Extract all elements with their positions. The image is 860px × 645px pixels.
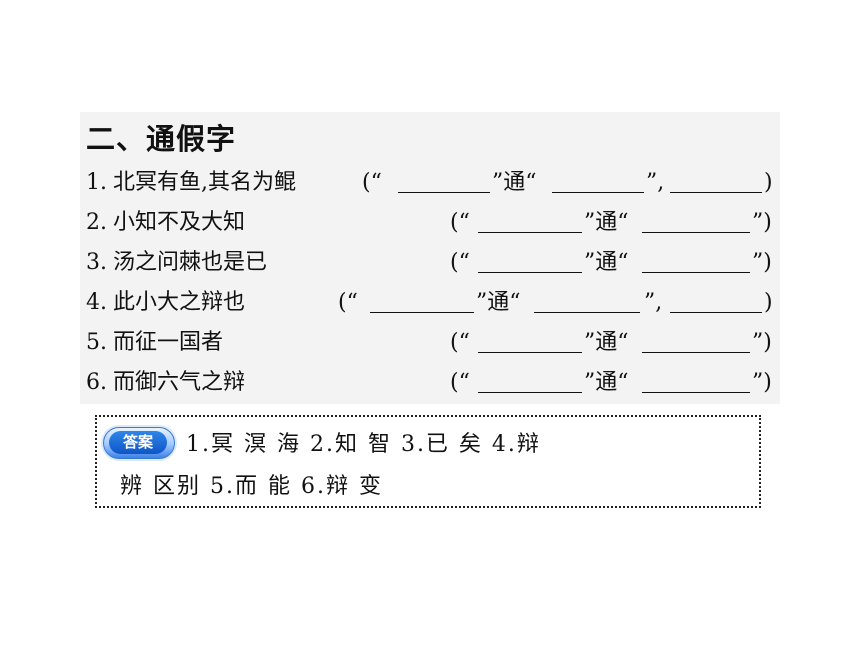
item-text: 而御六气之辩 xyxy=(113,370,246,395)
answer-blank[interactable] xyxy=(642,392,750,393)
answer-blank[interactable] xyxy=(642,272,750,273)
answer-blank[interactable] xyxy=(478,392,582,393)
open-quote: (“ xyxy=(362,170,382,195)
tong-text: ”通“ xyxy=(584,250,629,275)
answer-blank[interactable] xyxy=(478,272,582,273)
item-number: 1. xyxy=(86,170,107,195)
item-text: 而征一国者 xyxy=(113,330,224,355)
close-paren: ) xyxy=(764,170,773,195)
answer-blank[interactable] xyxy=(534,312,640,313)
answer-line-1: 1.冥 溟 海 2.知 智 3.已 矣 4.辩 xyxy=(186,432,541,457)
answer-badge-label: 答案 xyxy=(109,431,167,454)
tong-text: ”通“ xyxy=(584,210,629,235)
item-text: 汤之问棘也是已 xyxy=(113,250,268,275)
answer-blank[interactable] xyxy=(670,312,762,313)
close-paren: ”) xyxy=(752,250,772,275)
answer-box xyxy=(95,415,761,508)
section-heading: 二、通假字 xyxy=(86,122,237,156)
answer-blank[interactable] xyxy=(370,312,474,313)
answer-blank[interactable] xyxy=(478,352,582,353)
tong-text: ”通“ xyxy=(584,370,629,395)
open-quote: (“ xyxy=(450,210,470,235)
item-number: 3. xyxy=(86,250,107,275)
close-paren: ) xyxy=(764,290,773,315)
open-quote: (“ xyxy=(450,370,470,395)
tong-text: ”通“ xyxy=(476,290,521,315)
item-number: 2. xyxy=(86,210,107,235)
item-text: 北冥有鱼,其名为鲲 xyxy=(113,170,296,195)
answer-blank[interactable] xyxy=(398,192,490,193)
answer-badge: 答案 xyxy=(103,427,175,459)
item-number: 6. xyxy=(86,370,107,395)
open-quote: (“ xyxy=(450,330,470,355)
item-number: 4. xyxy=(86,290,107,315)
answer-line-2: 辨 区别 5.而 能 6.辩 变 xyxy=(120,474,383,499)
answer-blank[interactable] xyxy=(478,232,582,233)
answer-blank[interactable] xyxy=(670,192,762,193)
open-quote: (“ xyxy=(450,250,470,275)
answer-blank[interactable] xyxy=(642,232,750,233)
close-paren: ”) xyxy=(752,210,772,235)
item-text: 小知不及大知 xyxy=(113,210,246,235)
open-quote: (“ xyxy=(338,290,358,315)
close-paren: ”) xyxy=(752,370,772,395)
item-number: 5. xyxy=(86,330,107,355)
item-text: 此小大之辩也 xyxy=(113,290,246,315)
answer-blank[interactable] xyxy=(642,352,750,353)
answer-blank[interactable] xyxy=(552,192,644,193)
tong-text: ”通“ xyxy=(492,170,537,195)
close-paren: ”) xyxy=(752,330,772,355)
separator: ”, xyxy=(644,290,663,315)
tong-text: ”通“ xyxy=(584,330,629,355)
separator: ”, xyxy=(646,170,665,195)
question-panel xyxy=(80,112,780,404)
